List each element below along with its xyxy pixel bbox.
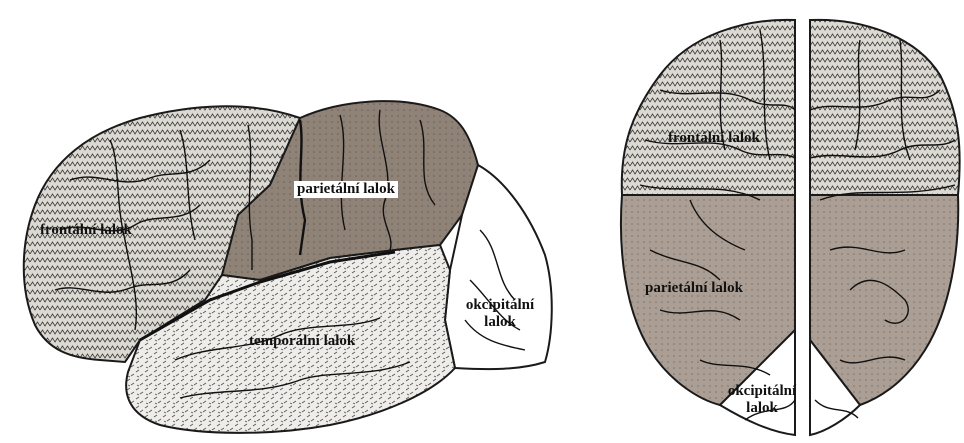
lateral-occipital-label-line1: okcipitální [452, 297, 548, 314]
top-right-frontal [810, 20, 960, 195]
lateral-temporal-label: temporální lalok [249, 333, 355, 350]
lateral-frontal-label: frontální lalok [40, 222, 132, 239]
top-occipital-label-line1: okcipitální [712, 383, 812, 400]
top-left-frontal [622, 20, 795, 195]
top-frontal-label: frontální lalok [668, 130, 760, 147]
lateral-brain-view [24, 101, 552, 433]
lateral-occipital-label: okcipitální lalok [452, 297, 548, 331]
lateral-parietal-label: parietální lalok [294, 181, 398, 198]
lateral-occipital-label-line2: lalok [452, 314, 548, 331]
top-brain-view [621, 20, 960, 435]
top-occipital-label: okcipitální lalok [712, 383, 812, 417]
top-occipital-label-line2: lalok [712, 400, 812, 417]
top-parietal-label: parietální lalok [645, 280, 743, 297]
